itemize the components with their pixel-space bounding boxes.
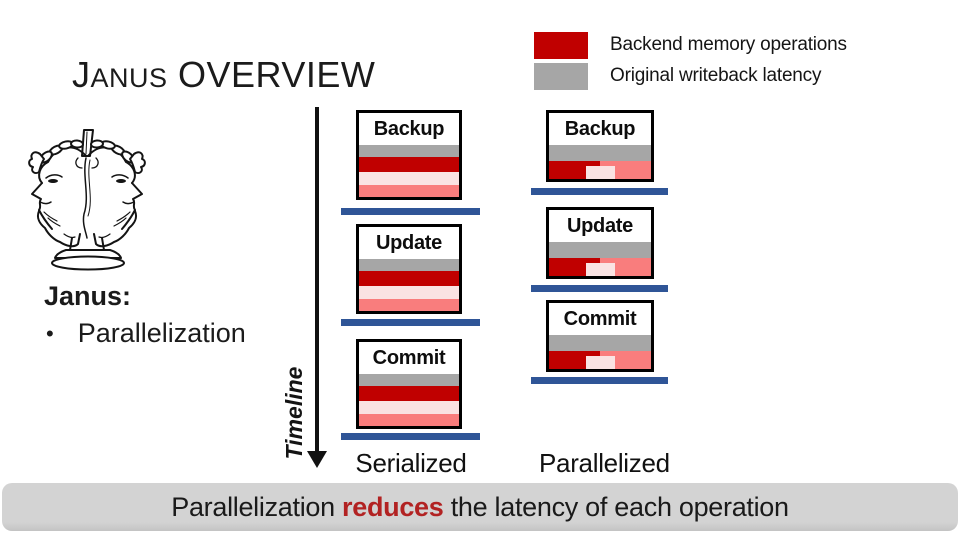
latency-stripe-pale: [359, 401, 459, 414]
writeback-latency-stripe: [549, 335, 651, 351]
parallel-ops-row: [549, 258, 651, 276]
bullet-item: • Parallelization: [46, 318, 246, 349]
latency-stripe-pale: [359, 286, 459, 299]
serialized-update-box: Update: [356, 224, 462, 314]
box-label: Commit: [372, 346, 446, 369]
box-label: Backup: [373, 117, 445, 140]
latency-block-pale: [585, 166, 616, 179]
bullet-icon: •: [46, 320, 54, 346]
latency-stripe-salmon: [359, 299, 459, 311]
bullet-text: Parallelization: [77, 318, 246, 348]
serialized-backup-box: Backup: [356, 110, 462, 200]
parallelized-column-label: Parallelized: [539, 448, 670, 478]
red-swatch-icon: [534, 31, 588, 59]
writeback-latency-stripe: [359, 374, 459, 386]
latency-stripe-salmon: [359, 414, 459, 426]
serialized-column-label: Serialized: [355, 448, 467, 478]
title-rest: OVERVIEW: [167, 54, 376, 95]
title-initial: J: [72, 54, 91, 95]
parallel-ops-row: [549, 161, 651, 179]
janus-heading: Janus:: [44, 281, 132, 311]
timeline-separator-bar: [531, 285, 668, 292]
latency-stripe-pale: [359, 172, 459, 185]
backend-memory-stripe: [359, 271, 459, 286]
backend-memory-stripe: [359, 386, 459, 401]
timeline-separator-bar: [531, 188, 668, 195]
parallel-ops-row: [549, 351, 651, 369]
timeline-separator-bar: [341, 433, 480, 440]
takeaway-banner: Parallelization reduces the latency of e…: [2, 483, 958, 531]
parallelized-backup-box: Backup: [546, 110, 654, 182]
box-label: Commit: [563, 307, 637, 330]
box-label: Update: [567, 214, 633, 237]
writeback-latency-stripe: [359, 259, 459, 271]
latency-block-pale: [585, 356, 616, 369]
timeline-arrow-line: [315, 107, 319, 453]
legend-item-writeback: Original writeback latency: [534, 62, 847, 90]
box-label: Update: [376, 231, 442, 254]
legend-label: Original writeback latency: [610, 65, 822, 86]
legend-label: Backend memory operations: [610, 34, 847, 55]
parallelized-update-box: Update: [546, 207, 654, 279]
title-smallcaps: ANUS: [90, 63, 168, 93]
backend-memory-stripe: [359, 157, 459, 172]
janus-illustration: [28, 129, 146, 271]
serialized-commit-box: Commit: [356, 339, 462, 429]
page-title: JANUS OVERVIEW: [72, 57, 375, 93]
gray-swatch-icon: [534, 62, 588, 90]
writeback-latency-stripe: [359, 145, 459, 157]
box-label: Backup: [564, 117, 636, 140]
timeline-arrowhead-icon: [307, 451, 327, 468]
legend: Backend memory operations Original write…: [534, 31, 847, 93]
banner-text-pre: Parallelization: [171, 491, 343, 522]
writeback-latency-stripe: [549, 242, 651, 258]
legend-item-backend: Backend memory operations: [534, 31, 847, 59]
timeline-separator-bar: [341, 319, 480, 326]
banner-emphasis: reduces: [342, 491, 444, 522]
timeline-separator-bar: [531, 377, 668, 384]
banner-text-post: the latency of each operation: [443, 491, 789, 522]
writeback-latency-stripe: [549, 145, 651, 161]
latency-block-pale: [585, 263, 616, 276]
timeline-label: Timeline: [281, 366, 307, 460]
parallelized-commit-box: Commit: [546, 300, 654, 372]
latency-stripe-salmon: [359, 185, 459, 197]
timeline-separator-bar: [341, 208, 480, 215]
